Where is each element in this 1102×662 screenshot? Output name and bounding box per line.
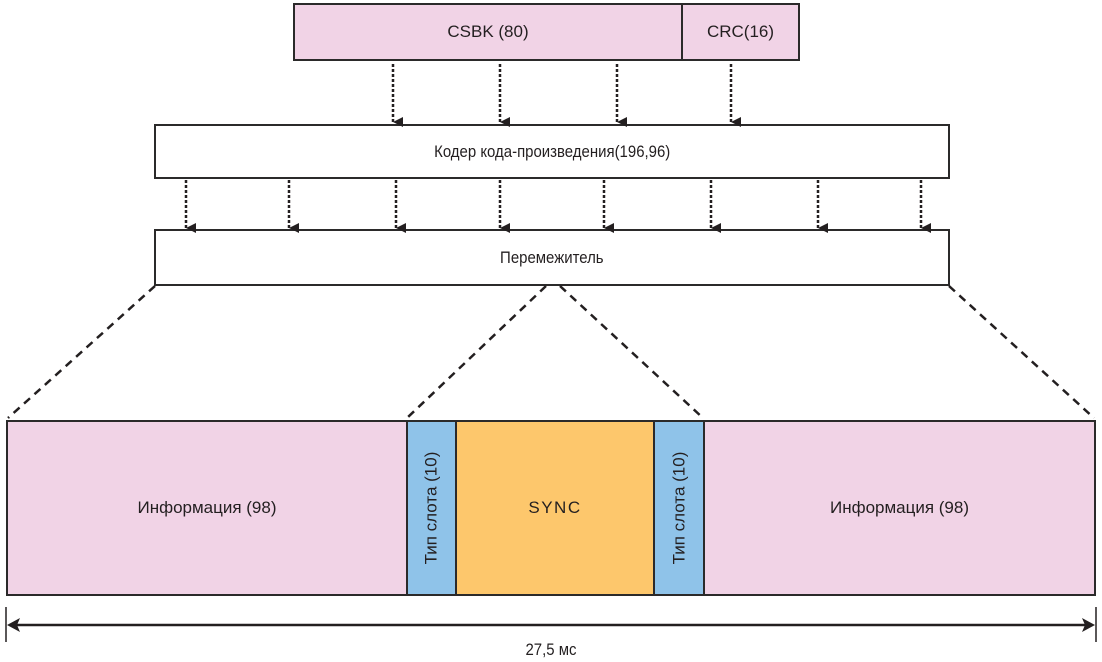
- crc-block: CRC(16): [681, 3, 800, 61]
- dotted-arrows-to-encoder: [391, 64, 741, 127]
- dashed-line-center-right: [559, 285, 704, 419]
- dotted-arrows-to-interleaver: [184, 180, 931, 233]
- expansion-dashed-lines: [7, 285, 1095, 419]
- csbk-label: CSBK (80): [447, 22, 529, 41]
- info-left-block: Информация (98): [6, 420, 408, 596]
- encoder-label: Кодер кода-произведения(196,96): [433, 141, 671, 161]
- info-right-label: Информация (98): [829, 498, 970, 517]
- crc-label: CRC(16): [706, 22, 775, 41]
- dashed-line-right-outer: [948, 285, 1095, 419]
- arrowhead-right-icon: [1082, 618, 1095, 632]
- duration-label-wrap: 27,5 мс: [0, 640, 1102, 660]
- info-right-block: Информация (98): [703, 420, 1096, 596]
- duration-label: 27,5 мс: [525, 640, 577, 659]
- product-code-encoder-block: Кодер кода-произведения(196,96): [154, 124, 950, 179]
- sync-label: SYNC: [528, 498, 582, 517]
- dashed-line-center-left: [406, 285, 547, 419]
- info-left-label: Информация (98): [137, 498, 277, 517]
- interleaver-block: Перемежитель: [154, 229, 950, 286]
- interleaver-label: Перемежитель: [500, 247, 604, 267]
- dashed-line-left-outer: [7, 285, 156, 419]
- arrowhead-left-icon: [7, 618, 20, 632]
- duration-dimension-line: [5, 607, 1097, 642]
- csbk-block: CSBK (80): [293, 3, 683, 61]
